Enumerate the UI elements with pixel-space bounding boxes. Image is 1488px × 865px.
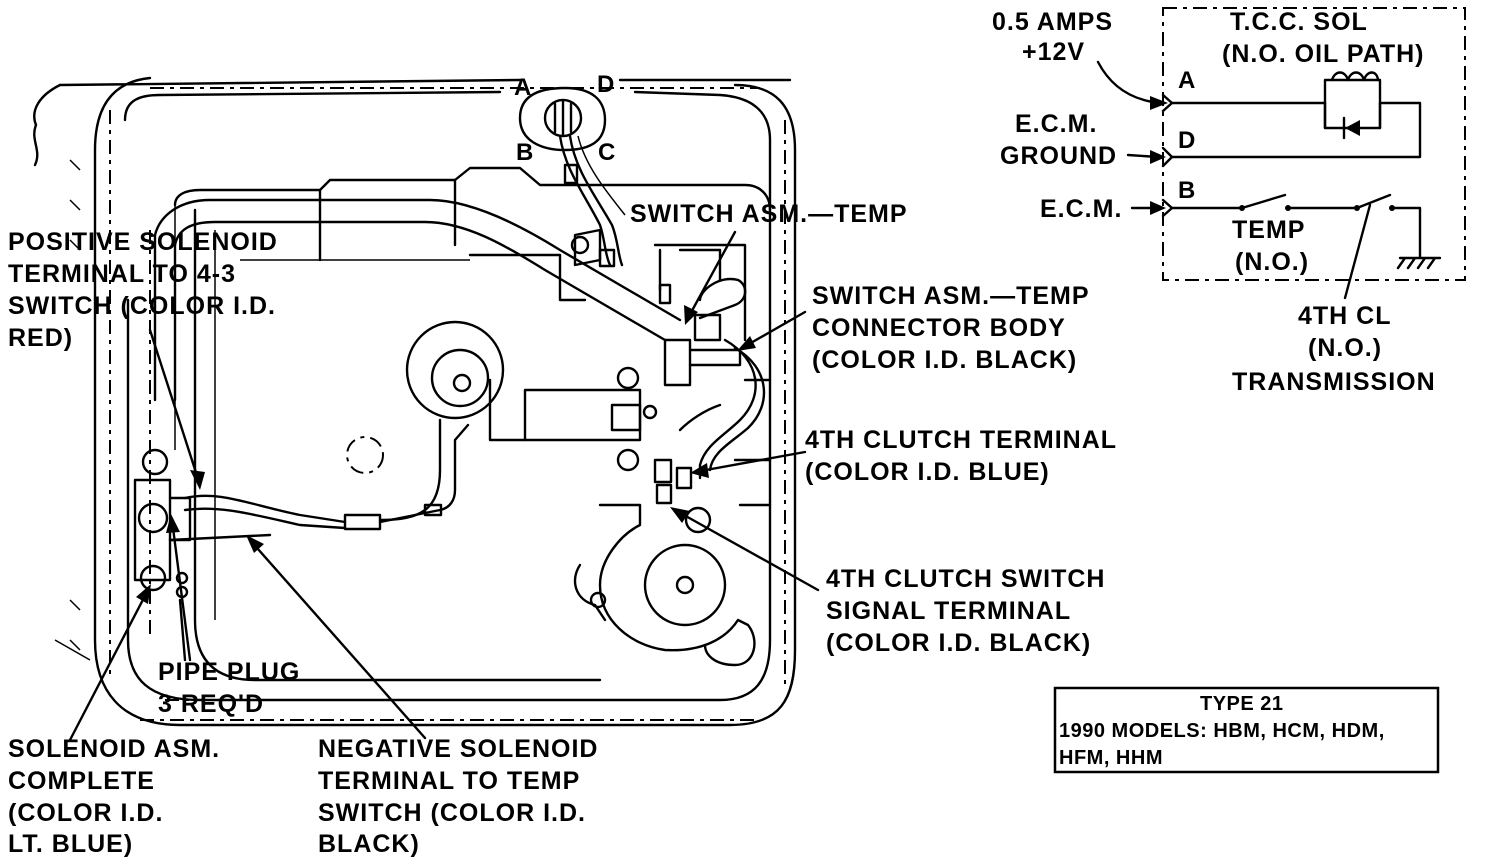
callout-line: 4TH CLUTCH TERMINAL	[805, 426, 1117, 454]
callout-negative-solenoid: NEGATIVE SOLENOID TERMINAL TO TEMP SWITC…	[318, 735, 598, 858]
fourth-cl-label: 4TH CL	[1298, 302, 1392, 330]
pin-label-b: B	[516, 139, 534, 166]
callout-line: NEGATIVE SOLENOID	[318, 735, 598, 763]
callout-line: SWITCH (COLOR I.D.	[318, 799, 586, 827]
callout-line: POSITIVE SOLENOID	[8, 228, 278, 256]
tcc-schematic: 0.5 AMPS +12V T.C.C. SOL (N.O. OIL PATH)…	[992, 7, 1466, 396]
callout-line: 4TH CLUTCH SWITCH	[826, 565, 1105, 593]
callout-line: CONNECTOR BODY	[812, 314, 1066, 342]
type-line-3: HFM, HHM	[1059, 747, 1163, 769]
callout-line: (COLOR I.D. BLACK)	[826, 629, 1091, 657]
pin-label-a: A	[514, 74, 532, 101]
transmission-case	[33, 76, 797, 727]
callout-line: TERMINAL TO TEMP	[318, 767, 580, 795]
ground-line-2: GROUND	[1000, 142, 1117, 170]
schematic-title-1: T.C.C. SOL	[1230, 8, 1368, 36]
callout-line: SOLENOID ASM.	[8, 735, 220, 763]
schematic-pin-a: A	[1178, 67, 1196, 94]
callout-line: PIPE PLUG	[158, 658, 300, 686]
callout-line: LT. BLUE)	[8, 830, 133, 858]
temp-label: TEMP	[1232, 216, 1305, 244]
leader-lines	[68, 230, 820, 742]
ecm-label: E.C.M.	[1040, 195, 1122, 223]
callout-4th-clutch-terminal: 4TH CLUTCH TERMINAL (COLOR I.D. BLUE)	[805, 426, 1117, 486]
supply-line-2: +12V	[1022, 38, 1085, 66]
callout-switch-temp: SWITCH ASM.—TEMP	[630, 200, 908, 228]
callout-line: 3 REQ'D	[158, 690, 264, 718]
schematic-pin-b: B	[1178, 177, 1196, 204]
callout-line: RED)	[8, 324, 73, 352]
callout-line: TERMINAL TO 4-3	[8, 260, 236, 288]
pin-label-c: C	[598, 139, 616, 166]
callout-pipe-plug: PIPE PLUG 3 REQ'D	[158, 658, 300, 718]
callout-line: BLACK)	[318, 830, 420, 858]
callout-4th-clutch-switch: 4TH CLUTCH SWITCH SIGNAL TERMINAL (COLOR…	[826, 565, 1105, 657]
pin-label-d: D	[597, 71, 615, 98]
callout-line: (COLOR I.D.	[8, 799, 163, 827]
callout-solenoid-asm: SOLENOID ASM. COMPLETE (COLOR I.D. LT. B…	[8, 735, 220, 858]
type-line-1: TYPE 21	[1200, 693, 1284, 715]
schematic-pin-d: D	[1178, 127, 1196, 154]
callout-line: COMPLETE	[8, 767, 155, 795]
callout-line: SWITCH (COLOR I.D.	[8, 292, 276, 320]
callout-line: SIGNAL TERMINAL	[826, 597, 1071, 625]
callout-line: (COLOR I.D. BLACK)	[812, 346, 1077, 374]
callout-positive-solenoid: POSITIVE SOLENOID TERMINAL TO 4-3 SWITCH…	[8, 228, 278, 352]
schematic-title-2: (N.O. OIL PATH)	[1222, 40, 1425, 68]
temp-no-label: (N.O.)	[1235, 248, 1309, 276]
transmission-label: TRANSMISSION	[1232, 368, 1436, 396]
type-line-2: 1990 MODELS: HBM, HCM, HDM,	[1059, 720, 1385, 742]
ground-line-1: E.C.M.	[1015, 110, 1097, 138]
type-info-box: TYPE 21 1990 MODELS: HBM, HCM, HDM, HFM,…	[1053, 686, 1440, 774]
callout-line: (COLOR I.D. BLUE)	[805, 458, 1050, 486]
fourth-cl-no-label: (N.O.)	[1308, 334, 1382, 362]
callout-switch-temp-connector: SWITCH ASM.—TEMP CONNECTOR BODY (COLOR I…	[812, 282, 1090, 374]
supply-line-1: 0.5 AMPS	[992, 8, 1113, 36]
callout-line: SWITCH ASM.—TEMP	[812, 282, 1090, 310]
connector-pin-labels: A D B C	[514, 71, 616, 166]
